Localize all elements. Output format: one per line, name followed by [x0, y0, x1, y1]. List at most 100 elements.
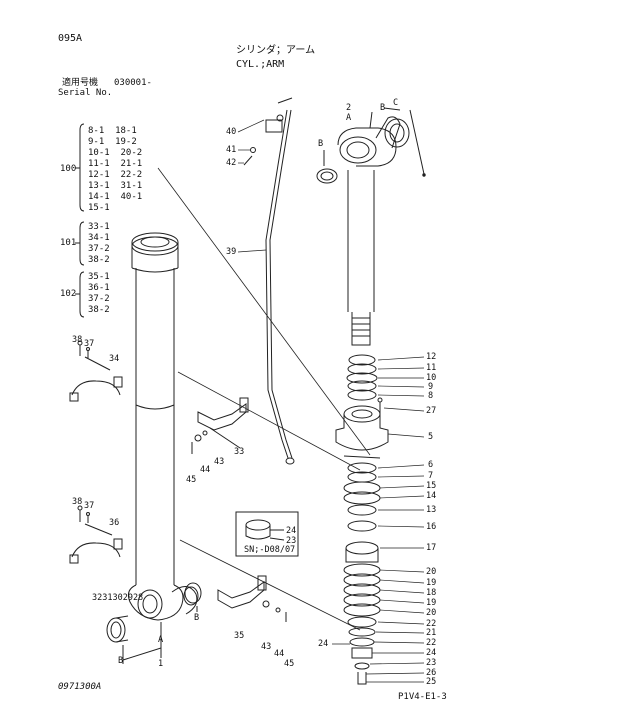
callout-16: 16: [426, 522, 437, 532]
note-sn: SN;-D08/07: [244, 545, 296, 555]
callout-18: 18: [426, 588, 437, 598]
callout-15: 15: [426, 481, 437, 491]
group-100-brace: [80, 124, 84, 211]
footer-drawing-number: 0971300A: [58, 682, 102, 692]
group-100-item: 13-1 31-1: [88, 181, 143, 191]
callout-33: 33: [234, 447, 245, 457]
callout-22-lower: 22: [426, 638, 437, 648]
callout-27: 27: [426, 406, 437, 416]
callout-10: 10: [426, 373, 437, 383]
note-box: [236, 512, 298, 556]
group-100-item: 10-1 20-2: [88, 148, 143, 158]
page-id: 095A: [58, 33, 83, 44]
callout-6: 6: [428, 460, 434, 470]
group-102-brace: [80, 272, 84, 317]
clamp-35: [218, 576, 286, 622]
callout-43-lower: 43: [261, 642, 272, 652]
callout-B-rod: B: [318, 139, 324, 149]
callout-43-upper: 43: [214, 457, 225, 467]
callout-40: 40: [226, 127, 237, 137]
callout-37-upper: 37: [84, 339, 95, 349]
callout-13: 13: [426, 505, 437, 515]
tube-bushings: [107, 583, 201, 642]
group-100-item: 9-1 19-2: [88, 137, 137, 147]
callout-24-left: 24: [318, 639, 329, 649]
callout-25: 25: [426, 677, 437, 687]
bolts-37-38: [78, 341, 90, 523]
callout-20-lower: 20: [426, 608, 437, 618]
callout-45-upper: 45: [186, 475, 197, 485]
cylinder-tube: [128, 233, 198, 620]
callout-B-right: B: [194, 613, 200, 623]
callout-5: 5: [428, 432, 434, 442]
callout-20-upper: 20: [426, 567, 437, 577]
seal-stack: [336, 355, 388, 684]
callout-21: 21: [426, 628, 437, 638]
callout-A-rod: A: [346, 113, 352, 123]
callout-41: 41: [226, 145, 237, 155]
callout-24: 24: [426, 648, 437, 658]
band-36: [70, 524, 122, 563]
pipe-39: [244, 98, 294, 464]
group-100-number: 100: [60, 164, 77, 174]
callout-B-left: B: [118, 656, 124, 666]
group-100-item: 15-1: [88, 203, 110, 213]
group-101-number: 101: [60, 238, 77, 248]
group-100-item: 12-1 22-2: [88, 170, 143, 180]
callout-19-upper: 19: [426, 578, 437, 588]
callout-A-tube: A: [158, 635, 164, 645]
callout-26: 26: [426, 668, 437, 678]
callout-C-rod: C: [393, 98, 399, 108]
callout-44-lower: 44: [274, 649, 285, 659]
callout-2: 2: [346, 103, 352, 113]
group-102-item: 35-1: [88, 272, 110, 282]
footer-page-ref: P1V4-E1-3: [398, 692, 447, 702]
callout-23: 23: [426, 658, 437, 668]
group-101-brace: [80, 222, 84, 265]
callout-38-lower: 38: [72, 497, 83, 507]
group-100-item: 8-1 18-1: [88, 126, 137, 136]
title-en: CYL.;ARM: [236, 59, 285, 70]
callout-17: 17: [426, 543, 437, 553]
group-100-item: 11-1 21-1: [88, 159, 143, 169]
callout-37-lower: 37: [84, 501, 95, 511]
callout-9: 9: [428, 382, 434, 392]
callout-23-note: 23: [286, 536, 297, 546]
callout-19-lower: 19: [426, 598, 437, 608]
callout-42: 42: [226, 158, 237, 168]
group-101-item: 34-1: [88, 233, 110, 243]
group-102-item: 37-2: [88, 294, 110, 304]
callout-14: 14: [426, 491, 437, 501]
callout-45-lower: 45: [284, 659, 295, 669]
title-jp: シリンダ；アーム: [236, 45, 316, 56]
group-102-number: 102: [60, 289, 77, 299]
callout-row-32-28: 3231302928: [92, 593, 144, 603]
callout-11: 11: [426, 363, 437, 373]
callout-22-upper: 22: [426, 619, 437, 629]
leader-lines: [238, 120, 424, 682]
callout-24-note: 24: [286, 526, 297, 536]
clamp-33: [192, 398, 248, 454]
band-34: [70, 357, 122, 401]
callout-35: 35: [234, 631, 245, 641]
callout-36: 36: [109, 518, 120, 528]
group-102-item: 36-1: [88, 283, 110, 293]
group-101-item: 33-1: [88, 222, 110, 232]
callout-7: 7: [428, 471, 434, 481]
serial-from: 030001-: [114, 78, 152, 88]
callout-1: 1: [158, 659, 164, 669]
callout-B-rod2: B: [380, 103, 386, 113]
callout-39: 39: [226, 247, 237, 257]
group-102-item: 38-2: [88, 305, 110, 315]
serial-label-en: Serial No.: [58, 88, 113, 98]
group-101-item: 37-2: [88, 244, 110, 254]
group-100-item: 14-1 40-1: [88, 192, 143, 202]
group-101-item: 38-2: [88, 255, 110, 265]
callout-8: 8: [428, 391, 434, 401]
callout-44-upper: 44: [200, 465, 211, 475]
callout-34: 34: [109, 354, 120, 364]
callout-38-upper: 38: [72, 335, 83, 345]
piston-rod: [317, 108, 425, 345]
serial-label-jp: 適用号機: [62, 78, 99, 88]
